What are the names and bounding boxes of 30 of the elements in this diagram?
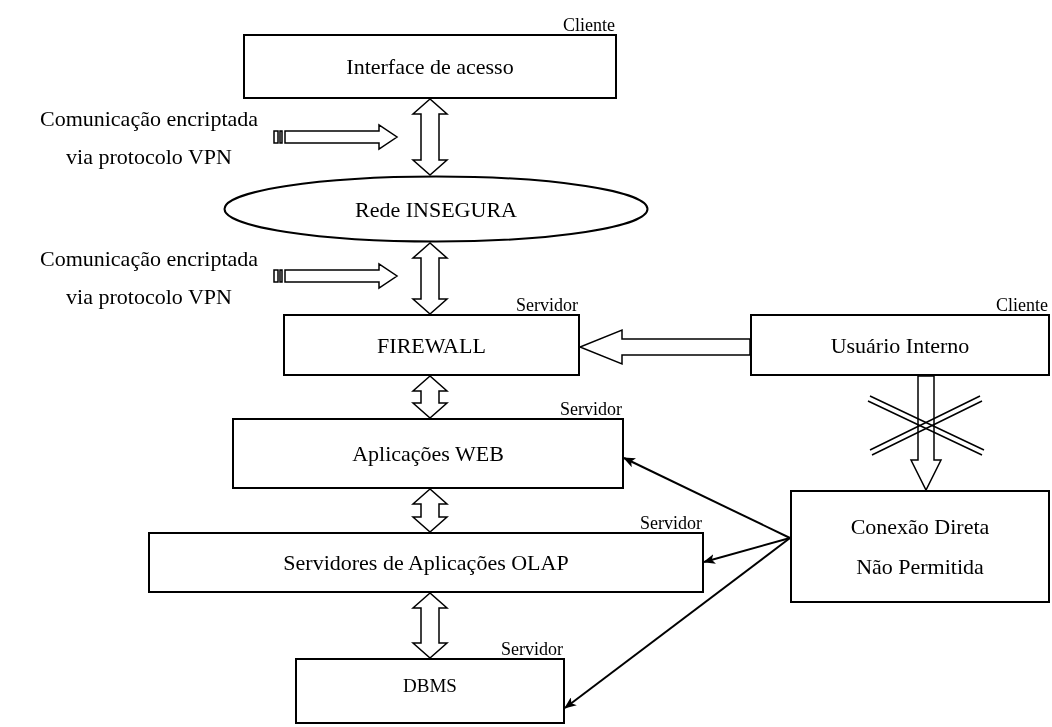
arrow [623,457,791,539]
hollow-arrow [273,262,399,290]
node-label: FIREWALL [377,331,486,360]
role-label: Cliente [563,15,615,35]
arrow [564,537,791,709]
node-label: Comunicação encriptada via protocolo VPN [38,245,260,311]
node-label: Aplicações WEB [352,440,504,468]
hollow-arrow [273,123,399,151]
role-label: Servidor [501,639,563,659]
hollow-arrow [411,242,449,315]
hollow-arrow [909,375,943,492]
hollow-arrow [578,328,751,366]
node-label: Rede INSEGURA [355,195,517,224]
hollow-arrow [411,592,449,659]
role-label: Servidor [516,295,578,315]
hollow-arrow [411,98,449,176]
process-box [790,490,1050,603]
node-label: Comunicação encriptada via protocolo VPN [38,105,260,171]
node-label: Usuário Interno [830,331,970,360]
node-label: Conexão Direta Não Permitida [849,512,991,581]
hollow-arrow [411,375,449,419]
network-ellipse [223,175,649,243]
arrow [703,537,791,564]
node-label: DBMS [403,674,457,698]
role-label: Cliente [996,295,1048,315]
hollow-arrow [411,488,449,533]
node-label: Interface de acesso [346,53,514,81]
role-label: Servidor [560,399,622,419]
node-label: Servidores de Aplicações OLAP [283,549,569,577]
role-label: Servidor [640,513,702,533]
